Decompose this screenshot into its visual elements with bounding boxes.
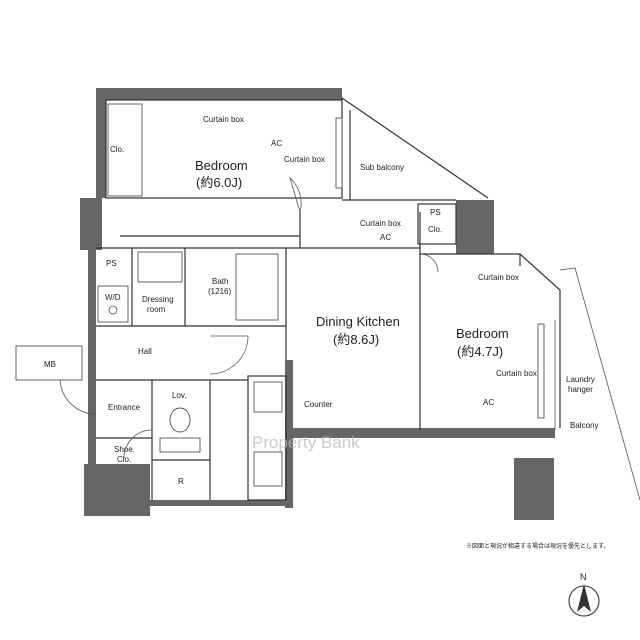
- counter-label: Counter: [304, 400, 333, 409]
- shoe-closet-label: Shoe.: [114, 445, 135, 454]
- walls: [80, 88, 555, 520]
- closet-label: Clo.: [110, 145, 124, 154]
- bedroom-2-size: (約4.7J): [457, 344, 503, 359]
- ps-label: PS: [106, 259, 117, 268]
- curtain-box-label-4: Curtain box: [478, 273, 519, 282]
- north-arrow-icon: [568, 584, 600, 617]
- door-swings: [59, 176, 439, 459]
- meter-box-label: MB: [44, 360, 56, 369]
- curtain-box-label: Curtain box: [203, 115, 244, 124]
- sub-balcony-label: Sub balcony: [360, 163, 404, 172]
- ac-label-2: AC: [380, 233, 391, 242]
- closet-label-2: Clo.: [428, 225, 442, 234]
- fixtures: [15, 103, 545, 487]
- interior-lines: [96, 96, 640, 501]
- hall-label: Hall: [138, 347, 152, 356]
- entrance-label: Entrance: [108, 403, 141, 412]
- ac-label: AC: [271, 139, 282, 148]
- north-label: N: [580, 572, 587, 582]
- ps-label-2: PS: [430, 208, 441, 217]
- curtain-box-label-5: Curtain box: [496, 369, 537, 378]
- bath-size: (1216): [208, 287, 231, 296]
- bath-name: Bath: [212, 277, 228, 286]
- laundry-hanger-label-line2: hanger: [568, 385, 593, 394]
- watermark: Property Bank: [252, 433, 360, 452]
- refrigerator-label: R: [178, 477, 184, 486]
- curtain-box-label-3: Curtain box: [360, 219, 401, 228]
- balcony-label: Balcony: [570, 421, 598, 430]
- dining-kitchen-size: (約8.6J): [333, 332, 379, 347]
- dressing-room-name-line2: room: [147, 305, 166, 314]
- footnote: ※図面と現況が相違する場合は現況を優先とします。: [466, 542, 609, 550]
- shoe-closet-label-line2: Clo.: [117, 455, 131, 464]
- dining-kitchen-name: Dining Kitchen: [316, 314, 400, 329]
- dressing-room-name: Dressing: [142, 295, 174, 304]
- bedroom-2-name: Bedroom: [456, 326, 509, 341]
- ac-label-3: AC: [483, 398, 494, 407]
- lavatory-label: Lov.: [172, 391, 187, 400]
- laundry-hanger-label: Laundry: [566, 375, 595, 384]
- bedroom-1-name: Bedroom: [195, 158, 248, 173]
- bedroom-1-size: (約6.0J): [196, 175, 242, 190]
- washer-dryer-label: W/D: [105, 293, 121, 302]
- curtain-box-label-2: Curtain box: [284, 155, 325, 164]
